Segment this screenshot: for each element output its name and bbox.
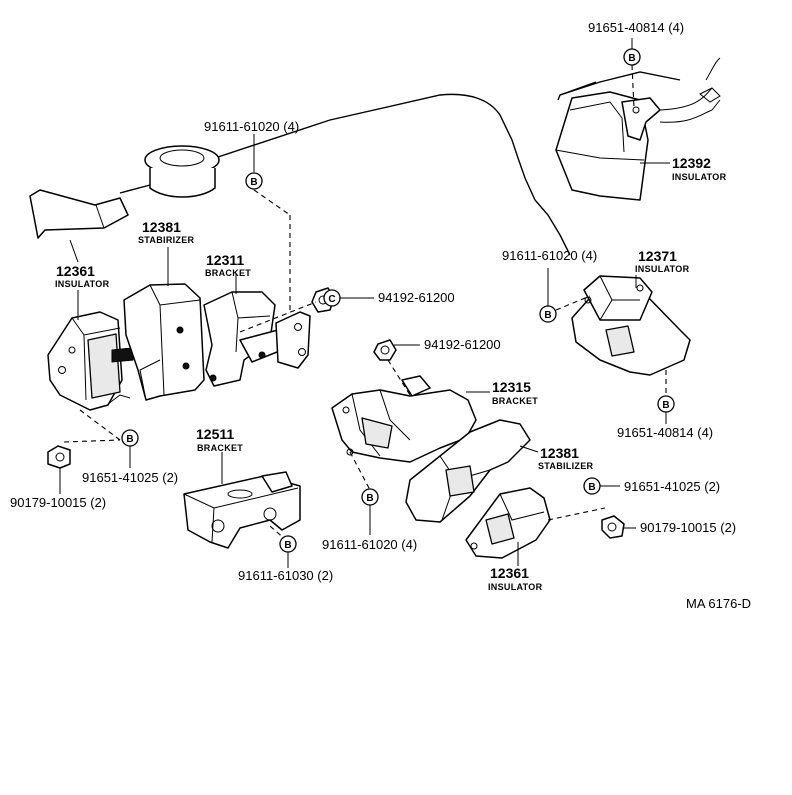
bolt-marker: B [245, 172, 263, 190]
svg-text:B: B [126, 434, 133, 445]
label-12511: 12511 [196, 426, 234, 442]
bracket-12311 [203, 291, 311, 387]
bracket-12511 [183, 471, 301, 549]
insulator-12361-lower [465, 487, 551, 559]
label-12392-sub: INSULATOR [672, 172, 727, 182]
label-12311-sub: BRACKET [205, 268, 251, 278]
label-90179-10015-left: 90179-10015 (2) [10, 495, 106, 510]
svg-text:C: C [328, 294, 335, 305]
bolt-marker: B [279, 535, 297, 553]
part-labels: 91651-40814 (4) 12392 INSULATOR 91611-61… [10, 20, 751, 611]
label-12361-upper-sub: INSULATOR [55, 279, 110, 289]
label-91611-61020-bottom: 91611-61020 (4) [322, 537, 417, 552]
label-12511-sub: BRACKET [197, 443, 243, 453]
label-12371-sub: INSULATOR [635, 264, 690, 274]
label-12315-sub: BRACKET [492, 396, 538, 406]
insulator-12361-left [47, 311, 134, 411]
label-12361-lower-sub: INSULATOR [488, 582, 543, 592]
diagram-code: MA 6176-D [686, 596, 751, 611]
label-12361-lower: 12361 [490, 565, 529, 581]
svg-text:B: B [284, 540, 291, 551]
svg-text:B: B [662, 400, 669, 411]
nut-90179-left [47, 445, 71, 469]
stabilizer-12381-upper [123, 283, 205, 401]
svg-text:B: B [366, 493, 373, 504]
svg-text:B: B [250, 177, 257, 188]
bolt-marker: B [583, 477, 601, 495]
label-12371: 12371 [638, 248, 677, 264]
label-94192-upper: 94192-61200 [378, 290, 455, 305]
bolt-marker: B [657, 395, 675, 413]
bolt-marker: B [121, 429, 139, 447]
nut-94192-lower [373, 339, 397, 361]
svg-text:B: B [544, 310, 551, 321]
label-12315: 12315 [492, 379, 531, 395]
label-12392: 12392 [672, 155, 711, 171]
label-12381-lower-sub: STABILIZER [538, 461, 594, 471]
bolt-marker: B [539, 305, 557, 323]
label-90179-10015-right: 90179-10015 (2) [640, 520, 736, 535]
label-91611-61030: 91611-61030 (2) [238, 568, 333, 583]
label-12381-upper-sub: STABIRIZER [138, 235, 195, 245]
label-12311: 12311 [206, 252, 244, 268]
insulator-12371 [571, 275, 691, 376]
label-91651-41025-left: 91651-41025 (2) [82, 470, 178, 485]
label-12381-lower: 12381 [540, 445, 579, 461]
label-12381-upper: 12381 [142, 219, 181, 235]
air-duct [29, 189, 129, 239]
bolt-marker: B [623, 48, 641, 66]
label-91651-41025-right: 91651-41025 (2) [624, 479, 720, 494]
insulator-12392 [555, 57, 721, 201]
label-91611-61020-top: 91611-61020 (4) [204, 119, 299, 134]
bracket-12315 [331, 375, 477, 463]
nut-90179-right [601, 515, 625, 539]
stabilizer-12381-lower [405, 419, 531, 523]
label-12361-upper: 12361 [56, 263, 95, 279]
oil-filler-cap [144, 145, 220, 198]
label-91611-61020-right: 91611-61020 (4) [502, 248, 597, 263]
nut-marker: C [323, 289, 341, 307]
svg-text:B: B [628, 53, 635, 64]
bolt-marker: B [361, 488, 379, 506]
label-91651-40814-right: 91651-40814 (4) [617, 425, 713, 440]
label-91651-40814-top: 91651-40814 (4) [588, 20, 684, 35]
label-94192-lower: 94192-61200 [424, 337, 501, 352]
svg-text:B: B [588, 482, 595, 493]
bolt-markers: B B B B B B B B C [121, 48, 675, 553]
